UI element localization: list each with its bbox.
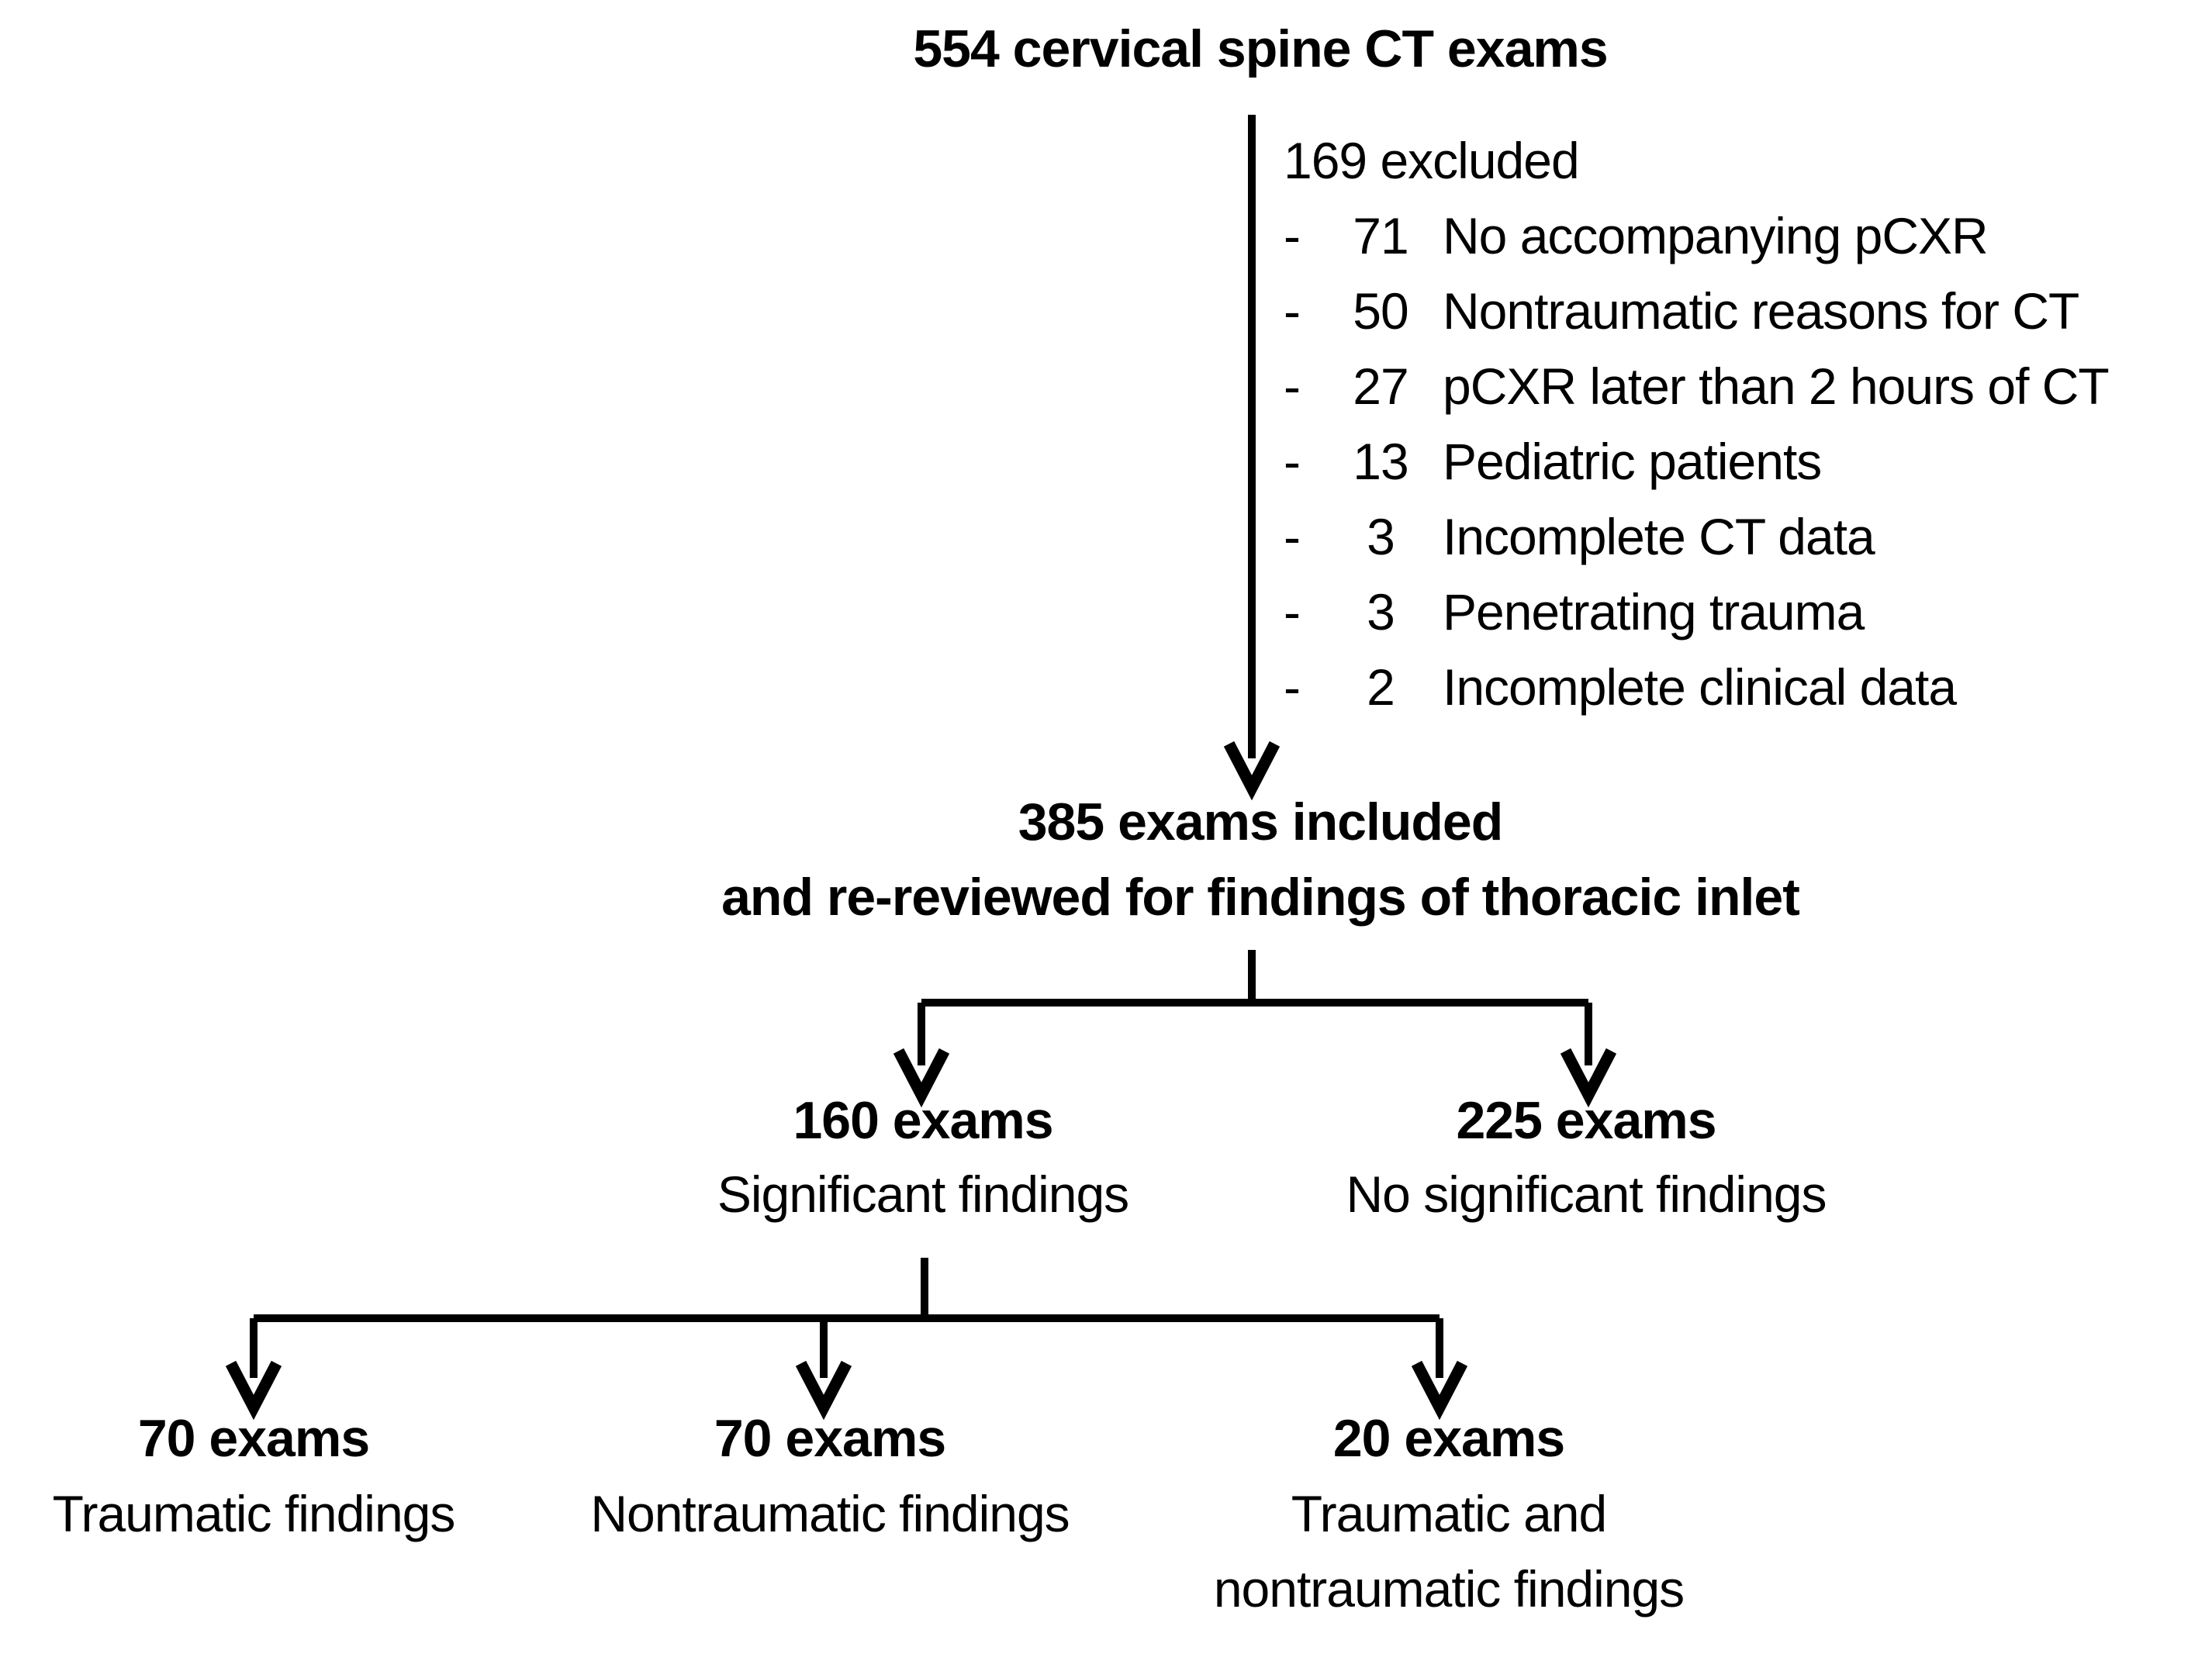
main-arrow-head-icon — [1223, 741, 1281, 801]
exclusion-item: - 27 pCXR later than 2 hours of CT — [1284, 349, 2110, 424]
exclusion-item-reason: Incomplete clinical data — [1443, 658, 1957, 716]
exclusion-item-reason: pCXR later than 2 hours of CT — [1443, 357, 2110, 415]
traumatic-node-label: Traumatic findings — [52, 1485, 456, 1542]
exclusion-item-count: 13 — [1353, 433, 1408, 490]
exclusion-item-bullet: - — [1284, 433, 1301, 490]
exclusion-item-bullet: - — [1284, 282, 1301, 340]
exclusion-list: 169 excluded - 71 No accompanying pCXR -… — [1284, 123, 2110, 725]
exclusion-item-reason: No accompanying pCXR — [1443, 207, 1989, 264]
both-findings-node-label-line1: Traumatic and — [1291, 1485, 1607, 1542]
exclusion-item: - 71 No accompanying pCXR — [1284, 199, 2109, 274]
exclusion-item-bullet: - — [1284, 658, 1301, 716]
significant-node-label: Significant findings — [717, 1165, 1129, 1223]
exclusion-item-reason: Nontraumatic reasons for CT — [1443, 282, 2079, 340]
exclusion-item-bullet: - — [1284, 357, 1301, 415]
exclusion-item: - 2 Incomplete clinical data — [1284, 650, 2109, 725]
level3-arrow2-head-icon — [795, 1360, 852, 1421]
no-significant-node-count: 225 exams — [1456, 1091, 1716, 1150]
no-significant-node-label: No significant findings — [1346, 1165, 1827, 1223]
exclusion-item-reason: Pediatric patients — [1443, 433, 1822, 490]
exclusion-item-count: 3 — [1367, 583, 1395, 641]
exclusion-item-count: 71 — [1353, 207, 1408, 264]
nontraumatic-node-label: Nontraumatic findings — [590, 1485, 1070, 1542]
exclusion-item: - 13 Pediatric patients — [1284, 424, 2109, 499]
level3-arrow3-head-icon — [1411, 1360, 1468, 1421]
exclusion-item-bullet: - — [1284, 583, 1301, 641]
root-node-label: 554 cervical spine CT exams — [913, 19, 1608, 78]
level2-left-arrow-head-icon — [893, 1048, 950, 1108]
exclusion-item: - 3 Penetrating trauma — [1284, 575, 2109, 650]
significant-node-count: 160 exams — [793, 1091, 1053, 1150]
exclusion-item-bullet: - — [1284, 207, 1301, 264]
exclusion-item-count: 2 — [1367, 658, 1395, 716]
both-findings-node-label-line2: nontraumatic findings — [1213, 1560, 1685, 1618]
exclusion-item-reason: Penetrating trauma — [1443, 583, 1865, 641]
exclusion-item-reason: Incomplete CT data — [1443, 508, 1875, 565]
traumatic-node-count: 70 exams — [137, 1409, 370, 1468]
exclusion-item-count: 50 — [1353, 282, 1408, 340]
exclusion-item: - 50 Nontraumatic reasons for CT — [1284, 274, 2109, 349]
level3-arrow1-head-icon — [225, 1360, 282, 1421]
exclusion-item: - 3 Incomplete CT data — [1284, 499, 2109, 575]
both-findings-node-count: 20 exams — [1332, 1409, 1565, 1468]
included-node-line2: and re-reviewed for findings of thoracic… — [721, 868, 1800, 927]
exclusion-item-count: 27 — [1353, 357, 1408, 415]
nontraumatic-node-count: 70 exams — [714, 1409, 946, 1468]
included-node-line1: 385 exams included — [1018, 792, 1504, 851]
level2-right-arrow-head-icon — [1560, 1048, 1617, 1108]
exclusion-item-count: 3 — [1367, 508, 1395, 565]
exclusion-item-bullet: - — [1284, 508, 1301, 565]
exclusion-header: 169 excluded — [1284, 132, 1580, 189]
